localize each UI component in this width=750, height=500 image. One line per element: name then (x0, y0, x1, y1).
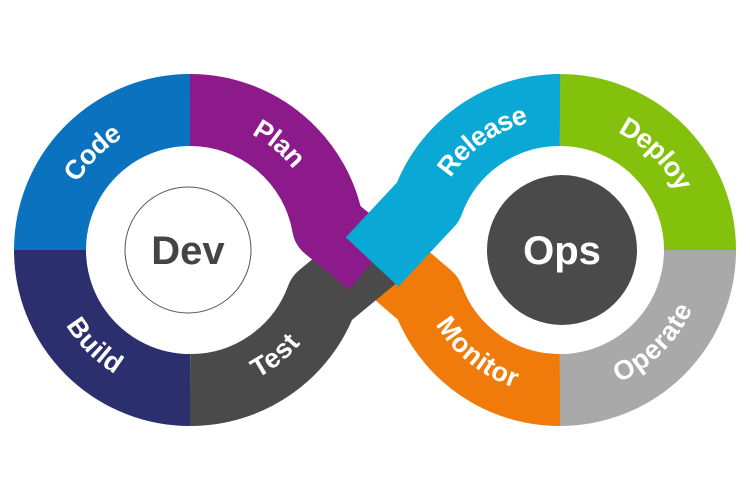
ops-label: Ops (523, 229, 601, 273)
ops-circle (487, 175, 637, 325)
plan-segment (188, 74, 395, 290)
build-segment (14, 248, 192, 426)
dev-circle (124, 186, 252, 314)
monitor-segment (348, 222, 561, 427)
dev-label: Dev (151, 229, 225, 273)
deploy-segment (558, 74, 736, 252)
test-segment (189, 222, 403, 427)
code-segment (14, 74, 192, 252)
release-segment (345, 73, 561, 287)
operate-segment (558, 248, 736, 426)
